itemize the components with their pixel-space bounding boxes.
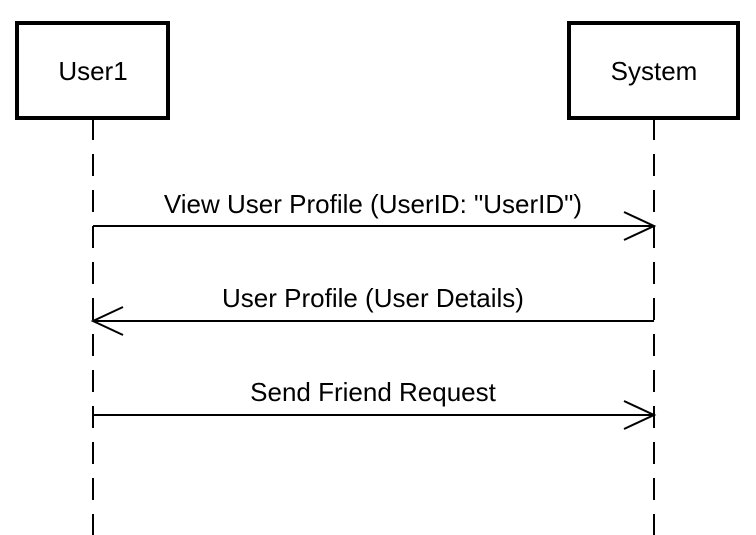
message-1: View User Profile (UserID: "UserID") [93, 189, 657, 241]
participant-system: System [567, 21, 740, 120]
message-2: User Profile (User Details) [90, 283, 654, 336]
arrowhead-right-icon [623, 211, 657, 241]
message-label-3: Send Friend Request [250, 377, 496, 407]
participant-box-user1 [15, 21, 170, 120]
participant-box-system [567, 21, 740, 120]
participant-user1: User1 [15, 21, 170, 120]
arrowhead-right-icon [623, 400, 657, 430]
message-label-1: View User Profile (UserID: "UserID") [164, 189, 582, 219]
message-label-2: User Profile (User Details) [222, 283, 524, 313]
participant-label-user1: User1 [58, 56, 127, 86]
message-3: Send Friend Request [93, 377, 657, 430]
arrowhead-left-icon [90, 306, 124, 336]
participant-label-system: System [611, 56, 698, 86]
